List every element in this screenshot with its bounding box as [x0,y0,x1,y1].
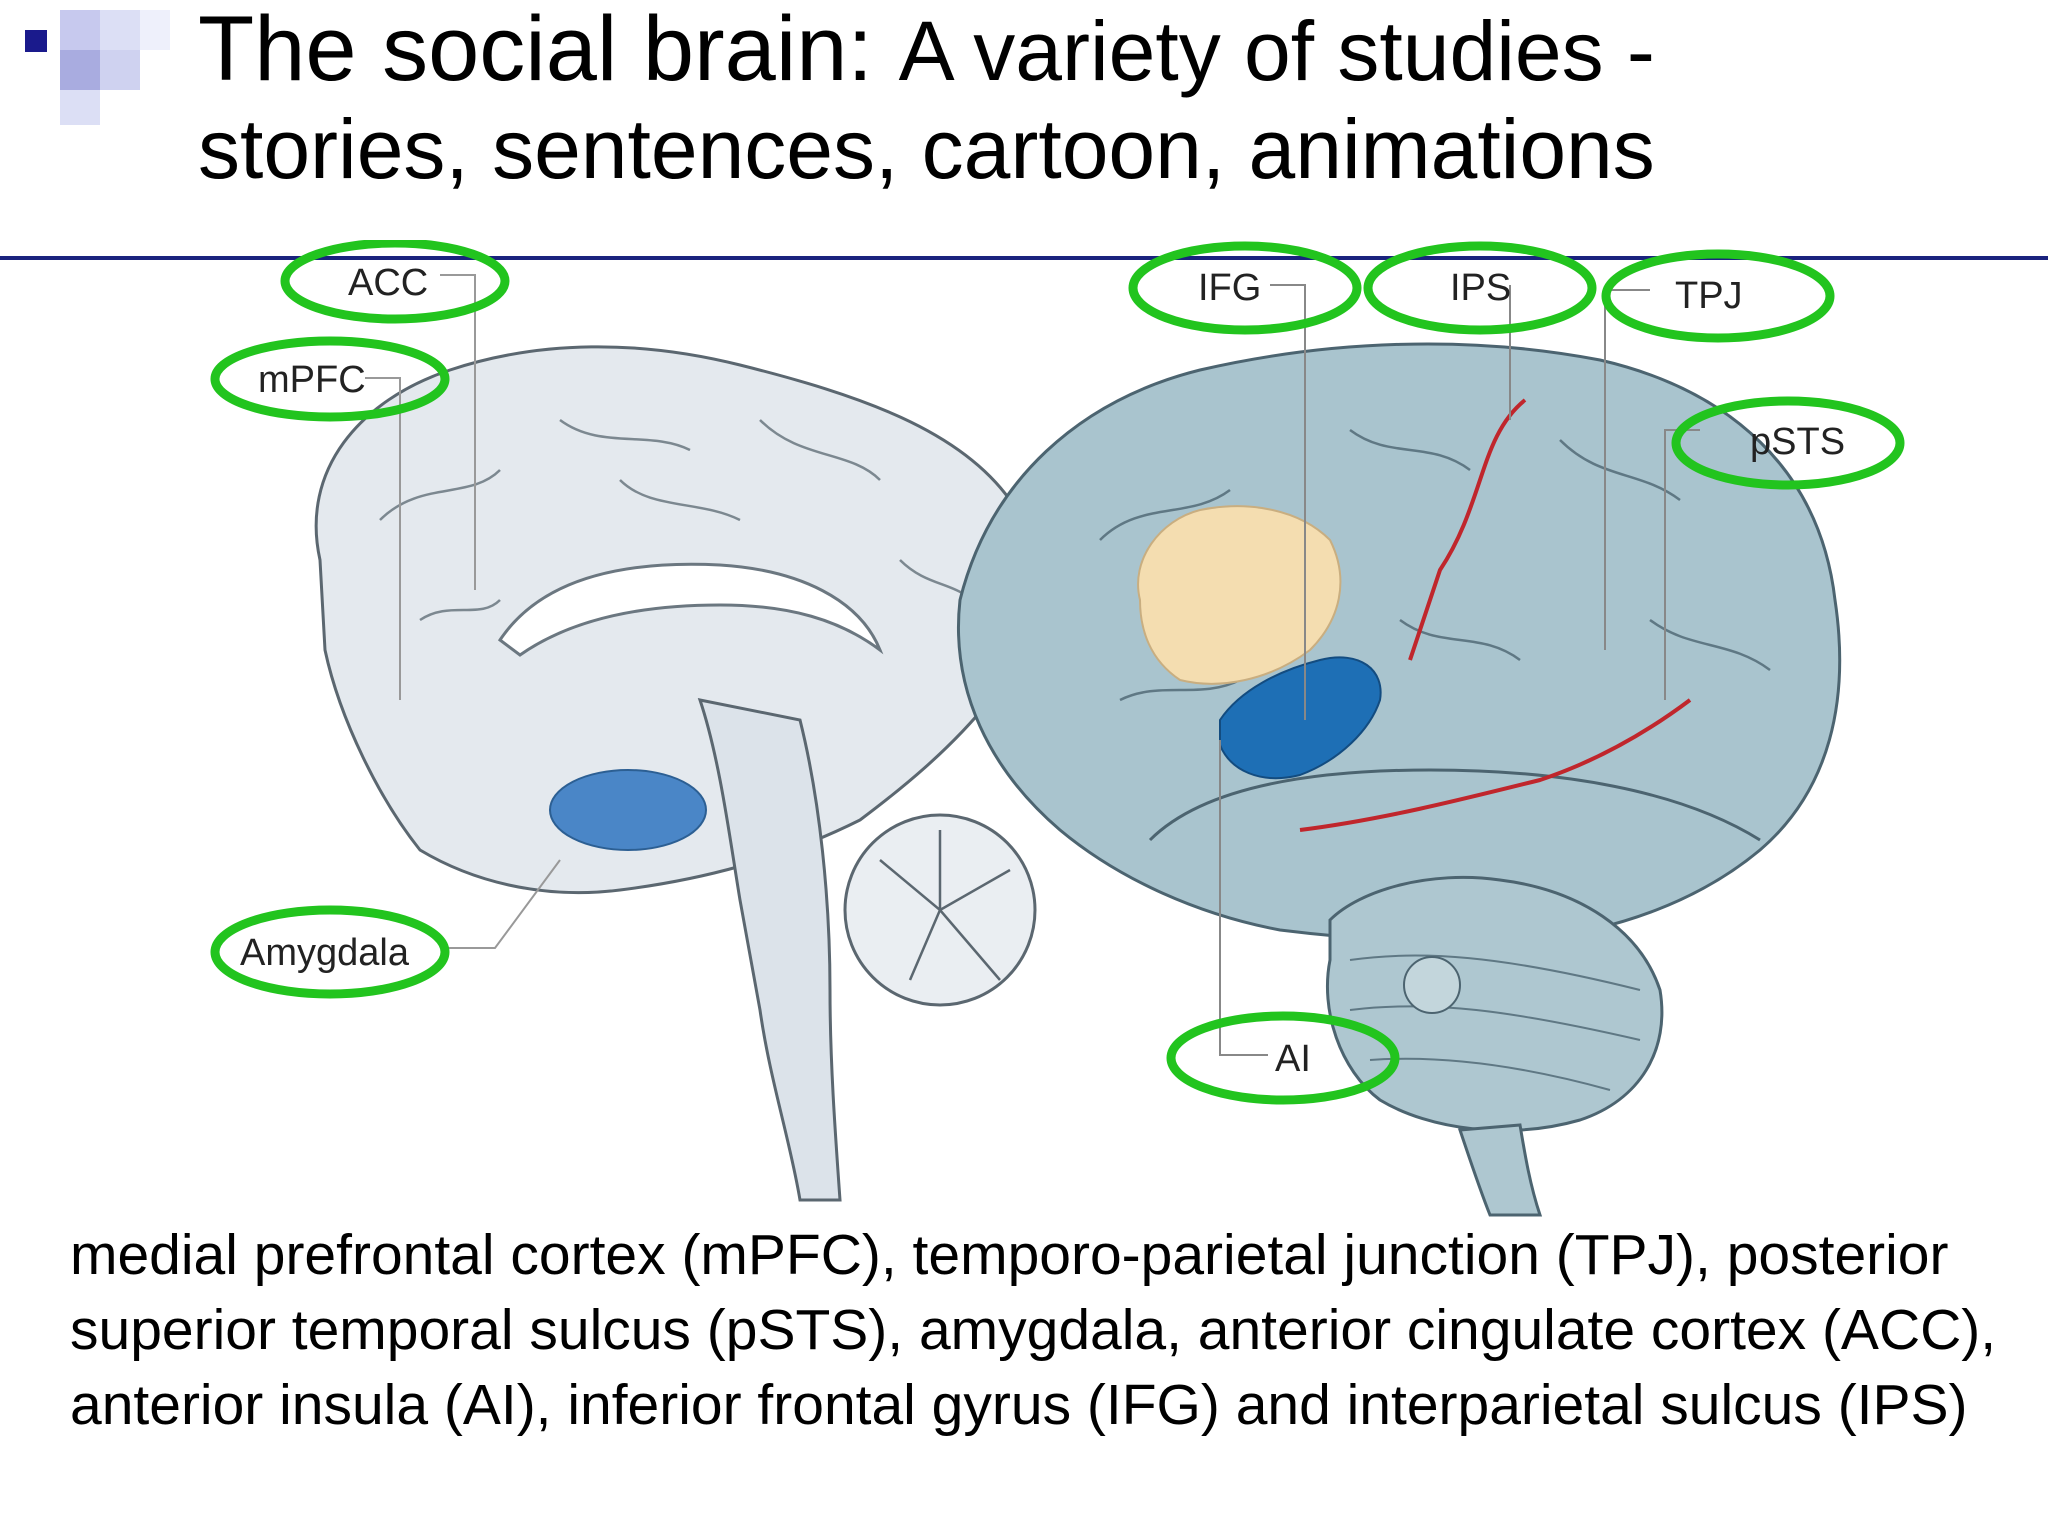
title-sub: A variety of studies - [898,4,1655,98]
lateral-brain [957,284,1842,1217]
svg-text:Amygdala: Amygdala [240,932,410,974]
svg-text:IFG: IFG [1198,267,1261,309]
label-ai: AI [1166,1011,1400,1105]
title-line2: stories, sentences, cartoon, animations [198,102,1655,196]
title-rule [0,256,2048,260]
label-psts: pSTS [1671,396,1905,490]
label-ifg: IFG [1128,241,1362,335]
caption: medial prefrontal cortex (mPFC), temporo… [70,1223,1997,1437]
medial-brain [314,274,1037,1202]
svg-text:mPFC: mPFC [258,359,366,401]
slide-logo [25,10,170,125]
slide-title: The social brain: A variety of studies -… [198,0,2028,198]
svg-text:pSTS: pSTS [1750,421,1845,463]
svg-text:AI: AI [1275,1038,1311,1080]
svg-text:IPS: IPS [1450,267,1511,309]
label-mpfc: mPFC [210,336,450,422]
label-acc: ACC [280,240,510,324]
label-amygdala: Amygdala [210,905,450,999]
label-ips: IPS [1363,241,1597,335]
title-main: The social brain: [198,0,873,100]
svg-text:ACC: ACC [348,262,428,304]
svg-text:TPJ: TPJ [1675,275,1743,317]
label-tpj: TPJ [1601,249,1835,343]
brain-figure: ACC mPFC Amygdala IFG IPS TPJ pSTS AI [210,240,1905,1217]
